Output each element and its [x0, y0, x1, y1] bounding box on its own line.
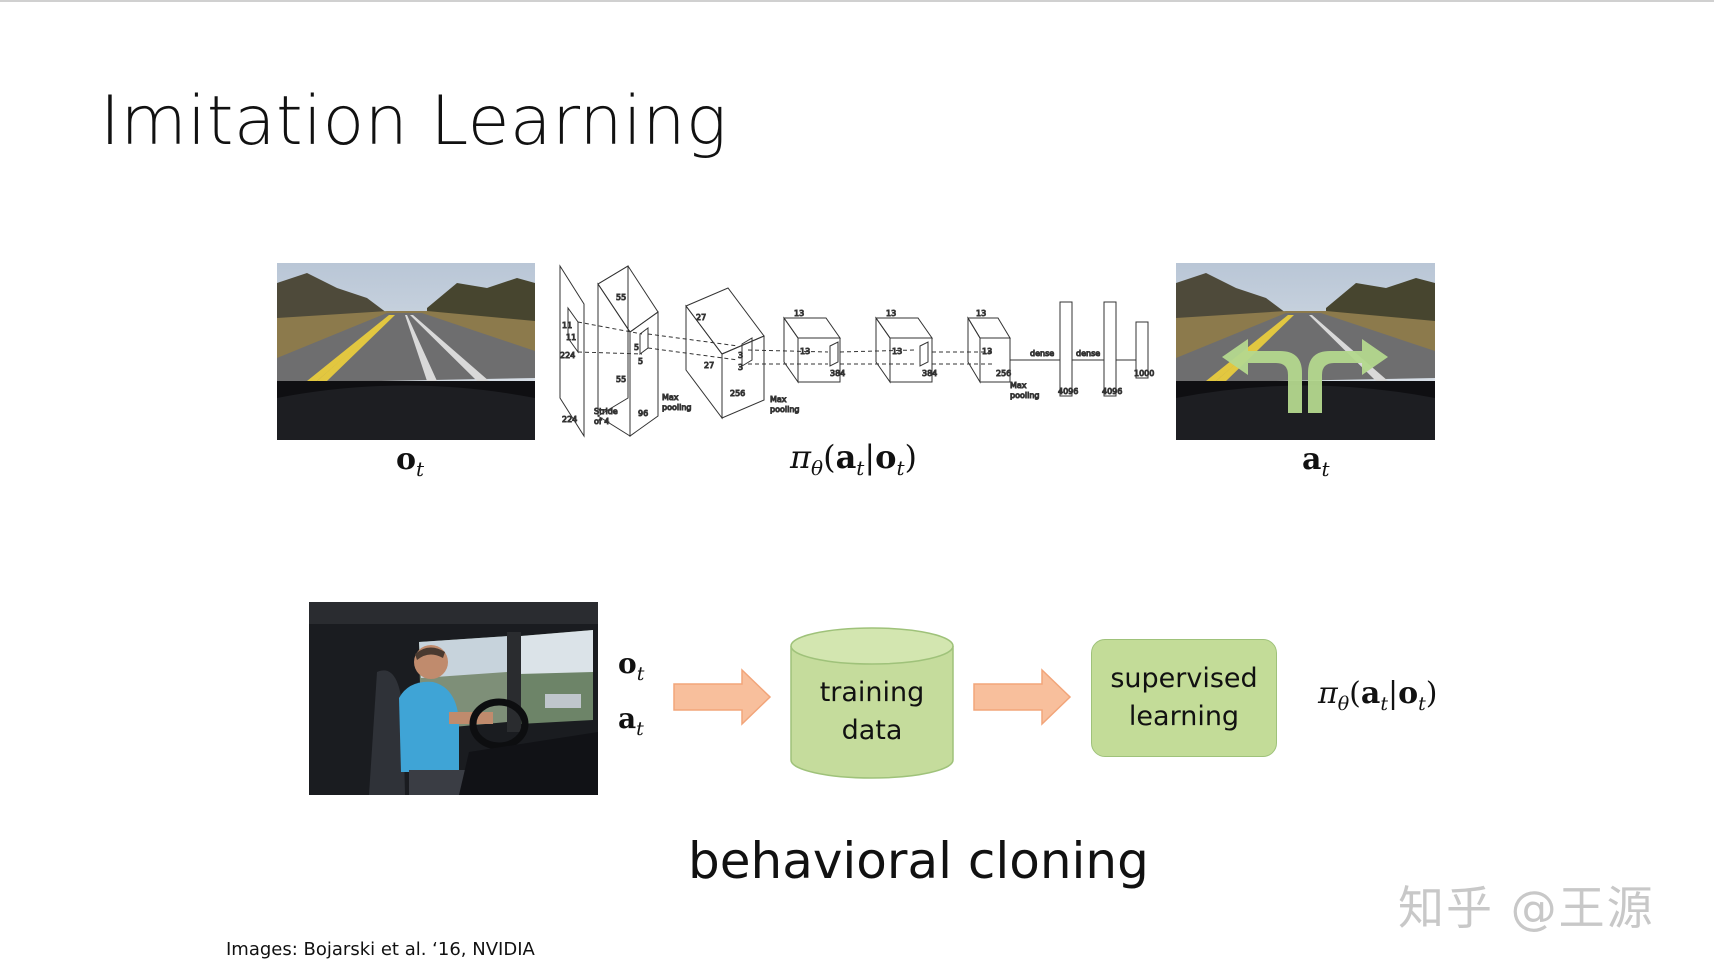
behavioral-cloning-caption: behavioral cloning: [688, 832, 1149, 890]
cnn-label: 13: [800, 347, 810, 356]
supervised-learning-label: supervised learning: [1091, 660, 1277, 736]
cnn-label: 3: [738, 363, 743, 372]
cnn-label: 11: [566, 333, 576, 342]
cnn-label: 27: [704, 361, 714, 370]
supervised-line2: learning: [1128, 701, 1240, 732]
cnn-label: 4096: [1102, 387, 1122, 396]
cnn-label: 384: [830, 369, 845, 378]
slide-title: Imitation Learning: [100, 82, 728, 161]
cnn-label: 55: [616, 293, 626, 302]
cnn-label: 4096: [1058, 387, 1078, 396]
cnn-label: 1000: [1134, 369, 1154, 378]
training-data-line2: data: [841, 715, 903, 746]
bottom-act-label: at: [618, 702, 644, 740]
watermark: 知乎 @王源: [1398, 881, 1655, 935]
cnn-label: pooling: [1010, 391, 1039, 400]
cnn-label: pooling: [770, 405, 799, 414]
road-action-image: [1176, 263, 1435, 440]
cnn-label: 3: [738, 351, 743, 360]
training-data-line1: training: [819, 677, 925, 708]
observation-label: ot: [396, 442, 425, 481]
cnn-label: Stride: [594, 407, 618, 416]
cnn-label: 5: [638, 357, 643, 366]
cnn-label: 384: [922, 369, 937, 378]
image-credits: Images: Bojarski et al. ‘16, NVIDIA: [226, 939, 535, 960]
policy-label-top: πθ(at|ot): [790, 438, 917, 481]
cnn-label: 224: [562, 415, 577, 424]
cnn-label: 13: [976, 309, 986, 318]
training-data-cylinder: [790, 627, 954, 779]
cnn-label: 13: [794, 309, 804, 318]
cnn-label: 55: [616, 375, 626, 384]
training-data-label: training data: [790, 674, 954, 750]
supervised-learning-box: [1091, 639, 1277, 757]
bottom-obs-label: ot: [618, 647, 645, 685]
cnn-label: 224: [560, 351, 575, 360]
cnn-label: Max: [1010, 381, 1027, 390]
cnn-label: 256: [996, 369, 1011, 378]
cnn-label: 256: [730, 389, 745, 398]
policy-label-bottom: πθ(at|ot): [1318, 676, 1438, 715]
cnn-label: of 4: [594, 417, 609, 426]
cnn-label: dense: [1076, 349, 1100, 358]
cnn-label: 13: [982, 347, 992, 356]
supervised-line1: supervised: [1110, 663, 1258, 694]
cnn-architecture-diagram: 224 224 11 11 Stride of 4 55 55 96 5 5 M…: [558, 264, 1155, 438]
arrow-right-icon: [973, 668, 1072, 726]
truck-driver-image: [309, 602, 598, 795]
cnn-label: 27: [696, 313, 706, 322]
steering-arrows-icon: [1222, 339, 1388, 413]
action-label: at: [1302, 442, 1330, 481]
cnn-label: 11: [562, 321, 572, 330]
cnn-label: dense: [1030, 349, 1054, 358]
road-observation-image: [277, 263, 535, 440]
cnn-label: 13: [886, 309, 896, 318]
cnn-label: 13: [892, 347, 902, 356]
cnn-label: Max: [662, 393, 679, 402]
arrow-right-icon: [673, 668, 772, 726]
cnn-label: 5: [634, 343, 639, 352]
cnn-label: 96: [638, 409, 648, 418]
cnn-label: pooling: [662, 403, 691, 412]
cnn-label: Max: [770, 395, 787, 404]
